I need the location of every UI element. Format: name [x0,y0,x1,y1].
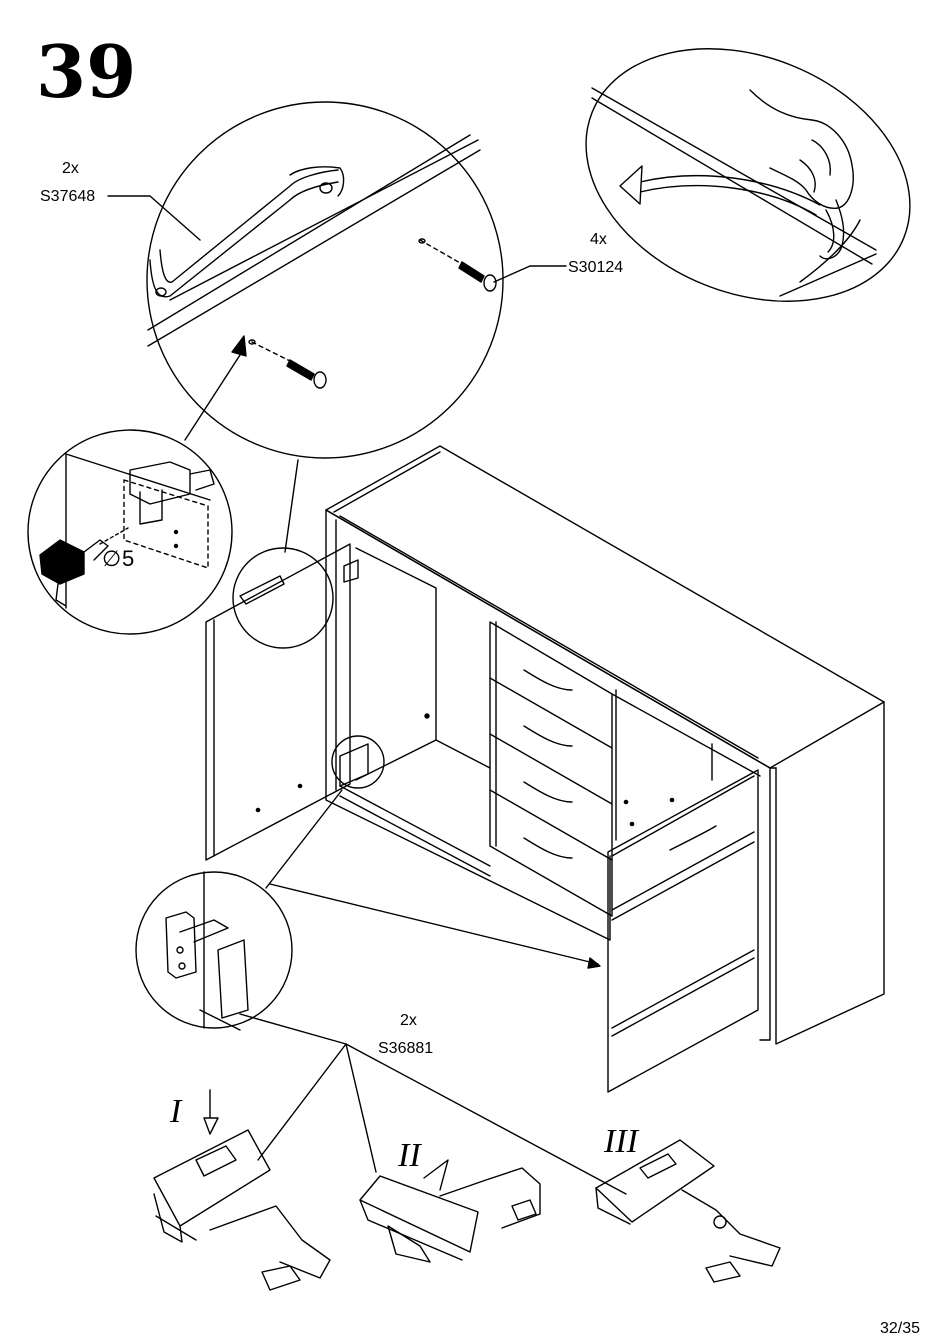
handle-icon [150,167,344,297]
hinge-step-1-label: I [170,1094,181,1130]
jig-icon [130,462,214,524]
step-number: 39 [36,34,136,110]
hinge-part-number: S36881 [378,1040,433,1058]
hinge-qty: 2x [400,1012,417,1030]
hinge-step-3-label: III [604,1124,638,1160]
handle-part-number: S37648 [40,188,95,206]
screw-qty: 4x [590,231,607,249]
handle-qty: 2x [62,160,79,178]
handle-detail-circle [147,102,503,458]
peel-film-oval [548,3,948,348]
left-door [206,544,350,860]
drill-diameter-symbol: ∅ [102,547,121,571]
screw-part-number: S30124 [568,259,623,277]
hinge-detail-circle [136,872,292,1030]
drill-diameter: 5 [122,547,134,571]
sideboard-cabinet [206,446,884,1092]
hinge-icon [360,1160,540,1262]
screw-icon [419,239,496,291]
drill-detail-circle [28,430,232,634]
hinge-step-2-label: II [398,1138,421,1174]
right-door [608,770,758,1092]
screw-icon [249,340,326,388]
page-number: 32/35 [880,1320,920,1338]
hand-peel-icon [750,90,853,259]
hinge-icon [596,1140,780,1282]
door-handle-zoom [233,548,333,648]
